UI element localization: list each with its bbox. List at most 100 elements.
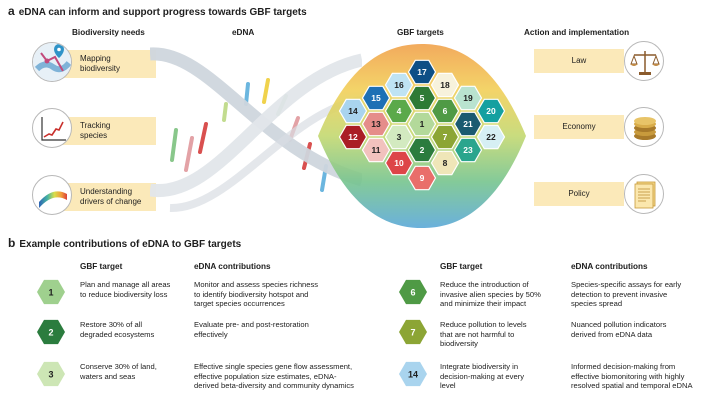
target-line: waters and seas (80, 371, 136, 381)
gbf-hex-22: 22 (476, 124, 506, 150)
gbf-hex-20: 20 (476, 98, 506, 124)
contribution-line: resolved spatial and temporal eDNA (571, 381, 693, 391)
gbf-hex-17: 17 (407, 59, 437, 85)
gbf-hex-6: 6 (430, 98, 460, 124)
gbf-hex-shape (453, 111, 483, 137)
need-understanding-box: Understanding drivers of change (60, 183, 156, 211)
table-hex-number: 14 (408, 370, 418, 380)
target-line: and minimize their impact (440, 299, 527, 309)
gbf-hex-number: 21 (463, 119, 473, 129)
panel-a-title-text: eDNA can inform and support progress tow… (18, 7, 307, 18)
gbf-hex-number: 13 (371, 119, 381, 129)
table-hex-shape (37, 319, 65, 345)
table-hex-shape (37, 361, 65, 387)
gbf-hex-2: 2 (407, 137, 437, 163)
gbf-hex-number: 1 (420, 119, 425, 129)
gbf-hex-number: 18 (440, 80, 450, 90)
gbf-hex-number: 6 (443, 106, 448, 116)
gradient-scale-icon (32, 175, 72, 215)
gbf-hex-shape (384, 124, 414, 150)
table-hex-shape (399, 319, 427, 345)
contribution-line: Nuanced pollution indicators (571, 320, 667, 329)
contribution-line: Monitor and assess species richness (194, 280, 319, 289)
table-hex-number: 6 (410, 288, 415, 298)
gbf-hex-21: 21 (453, 111, 483, 137)
gbf-hex-18: 18 (430, 72, 460, 98)
map-pin-icon (32, 42, 72, 82)
need-mapping-line2: biodiversity (80, 63, 121, 73)
gbf-hex-number: 17 (417, 67, 427, 77)
gbf-hex-shape (476, 124, 506, 150)
gbf-hex-shape (361, 111, 391, 137)
gbf-hex-number: 23 (463, 145, 473, 155)
need-tracking-box: Tracking species (60, 117, 156, 145)
contribution-line: detection to prevent invasive (571, 289, 668, 299)
need-tracking-line1: Tracking (80, 121, 111, 130)
panel-b-title-text: Example contributions of eDNA to GBF tar… (19, 239, 242, 250)
right-header-edna-contributions: eDNA contributions (571, 262, 648, 271)
target-line: Reduce the introduction of (440, 280, 529, 289)
gbf-hex-shape (338, 124, 368, 150)
target-line: level (440, 381, 456, 391)
trend-chart-icon (32, 108, 72, 148)
gbf-hex-shape (361, 137, 391, 163)
contribution-line: derived from eDNA data (571, 329, 653, 339)
contribution-line: effective biomonitoring with highly (571, 371, 685, 381)
table-hex-shape (37, 279, 65, 305)
contribution-line: Evaluate pre- and post-restoration (194, 320, 309, 329)
contribution-line: Informed decision-making from (571, 362, 676, 371)
gbf-hex-shape (430, 150, 460, 176)
gbf-hex-14: 14 (338, 98, 368, 124)
table-hex-number: 7 (410, 328, 415, 338)
target-line: to reduce biodiversity loss (80, 289, 168, 299)
header-gbf-targets: GBF targets (397, 28, 444, 37)
gbf-hex-number: 3 (397, 132, 402, 142)
contribution-line: species spread (571, 299, 623, 309)
gbf-hex-number: 11 (372, 145, 381, 155)
gbf-hex-number: 22 (486, 132, 496, 142)
target-line: that are not harmful to (440, 329, 515, 339)
table-hex-number: 2 (48, 328, 53, 338)
left-row-target-3: Conserve 30% of land,waters and seas (80, 362, 157, 381)
target-line: biodiversity (440, 339, 478, 349)
contribution-line: effectively (194, 329, 228, 339)
contribution-line: derived beta-diversity and community dyn… (194, 381, 354, 391)
gbf-hex-number: 20 (486, 106, 496, 116)
contribution-line: effective population size estimates, eDN… (194, 371, 337, 381)
gbf-hex-shape (407, 111, 437, 137)
gbf-hex-number: 14 (348, 106, 358, 116)
target-line: degraded ecosystems (80, 329, 155, 339)
gbf-hex-number: 4 (397, 106, 402, 116)
target-line: decision-making at every (440, 371, 524, 381)
need-understanding-line2: drivers of change (80, 196, 142, 206)
gbf-hex-1: 1 (407, 111, 437, 137)
table-hex-number: 3 (48, 370, 53, 380)
header-edna: eDNA (232, 28, 255, 37)
panel-b-letter: b (8, 236, 16, 250)
header-action-implementation: Action and implementation (524, 28, 630, 37)
gbf-hex-shape (407, 137, 437, 163)
gbf-hex-number: 2 (420, 145, 425, 155)
gbf-hex-shape (407, 165, 437, 191)
gbf-hex-shape (338, 98, 368, 124)
gbf-hex-13: 13 (361, 111, 391, 137)
gbf-hex-shape (430, 98, 460, 124)
target-line: Conserve 30% of land, (80, 362, 157, 371)
panel-a-letter: a (8, 4, 15, 18)
gbf-hex-shape (384, 150, 414, 176)
action-policy-box: Policy (534, 182, 624, 206)
target-line: Restore 30% of all (80, 320, 143, 329)
gbf-hex-9: 9 (407, 165, 437, 191)
need-understanding-line1: Understanding (80, 187, 133, 196)
table-hex-shape (399, 361, 427, 387)
